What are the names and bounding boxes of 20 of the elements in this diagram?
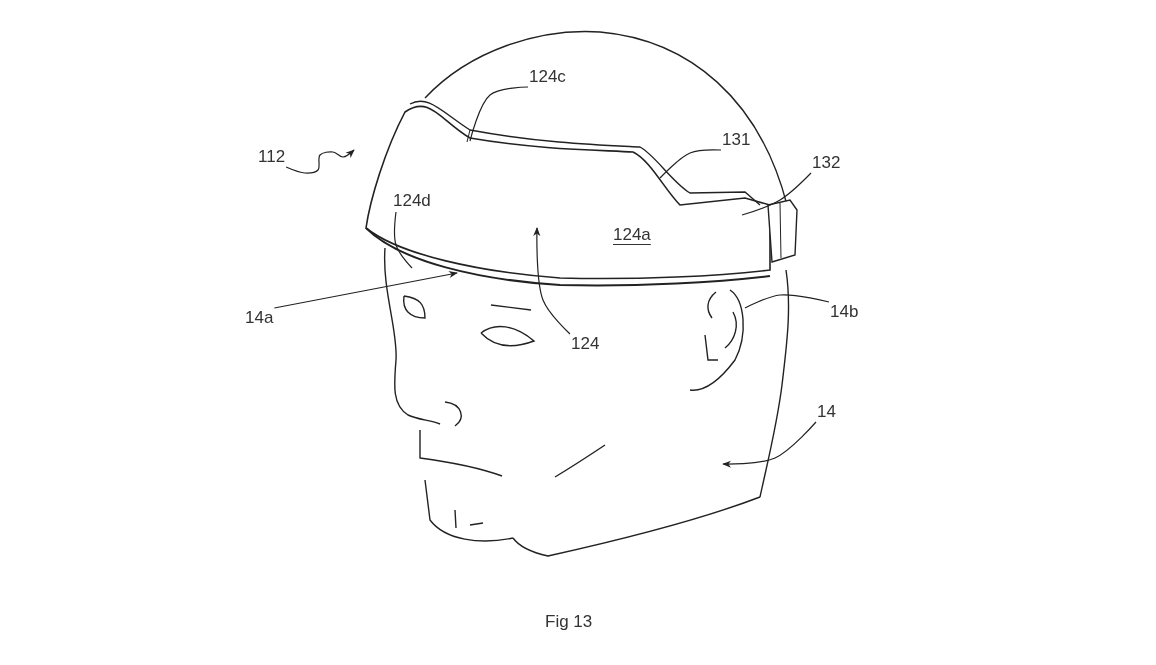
leader-line [722,421,817,468]
callout-number: 124c [529,67,566,87]
figure-caption: Fig 13 [545,612,593,632]
callout-number: 14 [817,402,836,422]
callout-number: 132 [812,153,841,173]
leader-line [394,211,413,269]
leader-line [469,86,529,142]
leader-line [741,172,812,216]
leader-line [285,149,355,174]
callout-number: 14b [830,302,859,322]
leader-line [744,294,830,309]
callout-number: 124a [613,225,651,245]
leader-line [533,227,571,335]
callout-number: 124d [393,191,431,211]
leader-line [659,149,722,179]
leader-line [273,271,458,309]
callout-number: 131 [722,130,751,150]
callout-number: 112 [258,147,286,167]
callout-number: 14a [245,308,274,328]
callout-number: 124 [571,334,600,354]
